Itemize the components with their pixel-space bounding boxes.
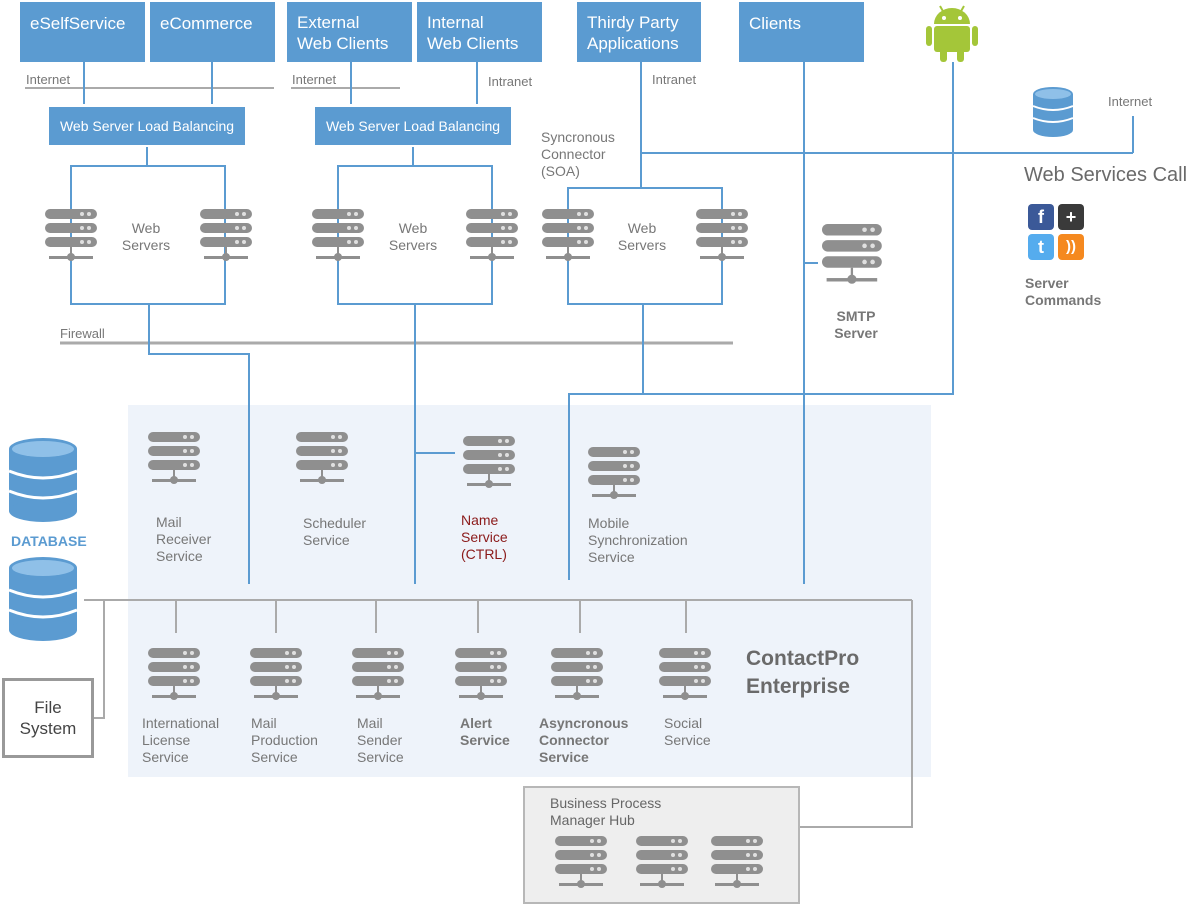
file-system-box: File System bbox=[2, 678, 94, 758]
mail-sender-server-icon bbox=[352, 648, 404, 704]
web-services-call-title: Web Services Call bbox=[1024, 164, 1188, 186]
twitter-icon[interactable]: t bbox=[1028, 234, 1054, 260]
name-service-label: Name Service (CTRL) bbox=[461, 512, 508, 562]
smtp-server-label: SMTP Server bbox=[834, 308, 878, 341]
rss-icon[interactable]: )) bbox=[1058, 234, 1084, 260]
scheduler-server-icon bbox=[296, 432, 348, 488]
bpm-server-icon bbox=[636, 836, 688, 892]
internal-web-clients-box: Internal Web Clients bbox=[417, 2, 542, 62]
file-system-link bbox=[94, 600, 105, 719]
database-icon-bottom bbox=[8, 557, 78, 641]
mobile-sync-label: Mobile Synchronization Service bbox=[588, 515, 688, 565]
google-plus-icon[interactable]: + bbox=[1058, 204, 1084, 230]
internet-label-left: Internet bbox=[26, 72, 71, 87]
mail-production-server-icon bbox=[250, 648, 302, 704]
bpm-server-icon bbox=[555, 836, 607, 892]
syncronous-connector-label: Syncronous Connector (SOA) bbox=[541, 129, 615, 179]
international-license-server-icon bbox=[148, 648, 200, 704]
mobile-sync-server-icon bbox=[588, 447, 640, 503]
name-service-server-icon bbox=[463, 436, 515, 492]
mail-sender-label: Mail Sender Service bbox=[357, 715, 404, 765]
scheduler-label: Scheduler Service bbox=[303, 515, 367, 548]
android-icon bbox=[926, 5, 978, 62]
bpm-hub-label: Business Process Manager Hub bbox=[550, 795, 662, 828]
international-license-label: International License Service bbox=[142, 715, 220, 765]
web-servers-label-1: Web Servers bbox=[121, 220, 171, 253]
mail-receiver-server-icon bbox=[148, 432, 200, 488]
database-label: DATABASE bbox=[11, 533, 87, 549]
load-balancer-left: Web Server Load Balancing bbox=[49, 107, 245, 145]
web-server-icon bbox=[696, 209, 748, 265]
load-balancer-right: Web Server Load Balancing bbox=[315, 107, 511, 145]
alert-label: Alert Service bbox=[460, 715, 510, 748]
server-commands-label: Server Commands bbox=[1025, 275, 1102, 308]
platform-title: ContactPro Enterprise bbox=[746, 647, 860, 698]
social-server-icon bbox=[659, 648, 711, 704]
web-server-icon bbox=[466, 209, 518, 265]
social-label: Social Service bbox=[664, 715, 711, 748]
clients-box: Clients bbox=[739, 2, 864, 62]
asyncronous-connector-label: Asyncronous Connector Service bbox=[539, 715, 629, 765]
web-server-icon bbox=[312, 209, 364, 265]
ecommerce-box: eCommerce bbox=[150, 2, 275, 62]
mail-production-label: Mail Production Service bbox=[251, 715, 318, 765]
external-web-clients-box: External Web Clients bbox=[287, 2, 412, 62]
smtp-server-icon bbox=[822, 224, 882, 288]
firewall-label: Firewall bbox=[60, 326, 105, 341]
alert-server-icon bbox=[455, 648, 507, 704]
intranet-label-mid: Intranet bbox=[488, 74, 533, 89]
internet-label-mid: Internet bbox=[292, 72, 337, 87]
contactpro-platform-region bbox=[128, 405, 931, 777]
eselfservice-box: eSelfService bbox=[20, 2, 145, 62]
web-server-icon bbox=[45, 209, 97, 265]
web-servers-label-2: Web Servers bbox=[388, 220, 438, 253]
bpm-server-icon bbox=[711, 836, 763, 892]
web-server-icon bbox=[200, 209, 252, 265]
mail-receiver-label: Mail Receiver Service bbox=[156, 514, 212, 564]
internet-label-far: Internet bbox=[1108, 94, 1153, 109]
web-services-database-icon bbox=[1032, 87, 1074, 137]
facebook-icon[interactable]: f bbox=[1028, 204, 1054, 230]
intranet-label-right: Intranet bbox=[652, 72, 697, 87]
web-server-icon bbox=[542, 209, 594, 265]
asyncronous-connector-server-icon bbox=[551, 648, 603, 704]
web-servers-label-3: Web Servers bbox=[617, 220, 667, 253]
database-icon-top bbox=[8, 438, 78, 522]
thirdy-party-applications-box: Thirdy Party Applications bbox=[577, 2, 701, 62]
